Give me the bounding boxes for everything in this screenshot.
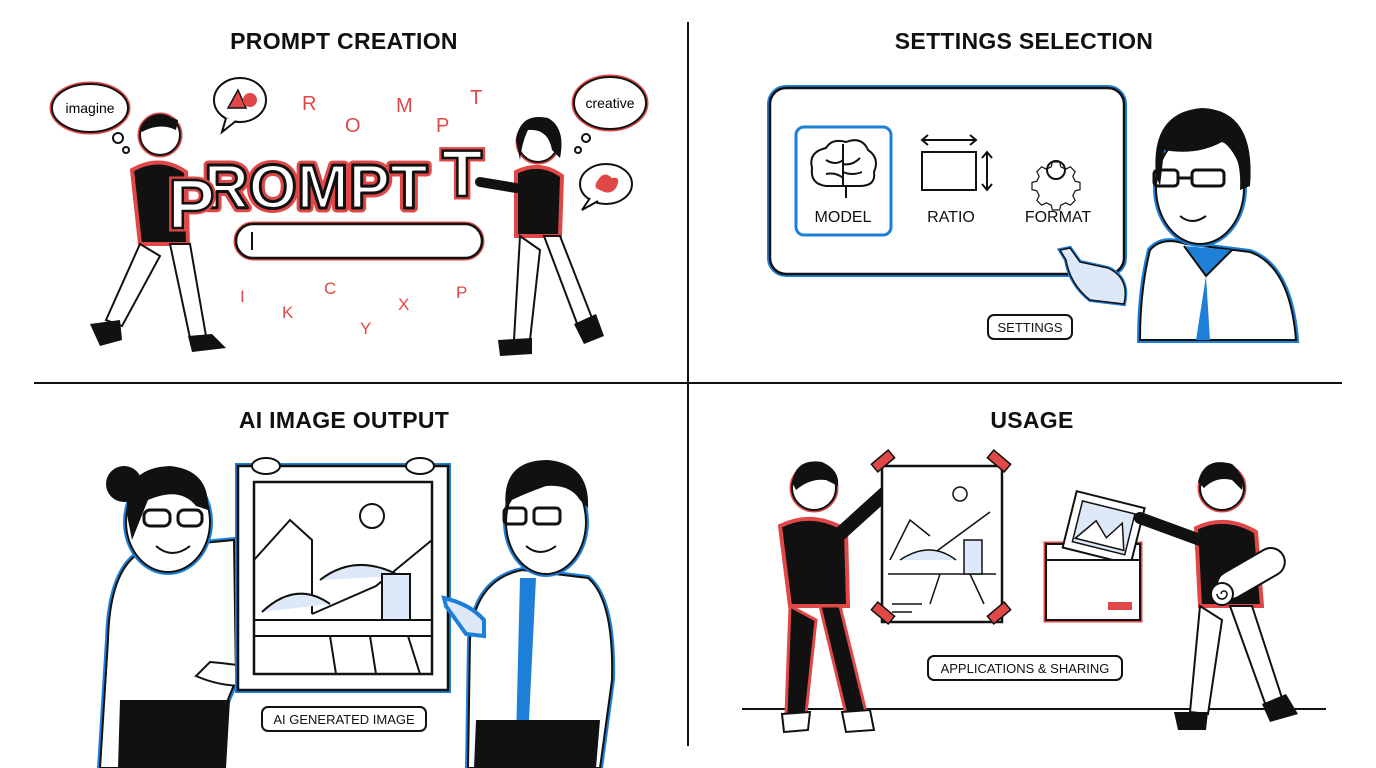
floating-letters-bottom: I K C Y X P <box>240 279 467 338</box>
usage-caption-box <box>927 655 1123 681</box>
ai-image-output-panel: AI GENERATED IMAGE <box>96 457 616 768</box>
floating-letter: P <box>456 283 467 302</box>
floating-letter: X <box>398 295 409 314</box>
hand-icon <box>405 457 435 475</box>
paint-splash-icon <box>595 174 619 193</box>
pointing-hand-icon <box>1058 247 1126 305</box>
floating-letter: R <box>302 93 316 115</box>
shapes-speech-bubble <box>213 77 267 135</box>
hand-icon <box>251 457 281 475</box>
tape-icon <box>870 449 896 473</box>
man-with-glasses-holding-frame <box>441 460 616 768</box>
woman-with-glasses <box>96 466 266 768</box>
creative-bubble: creative <box>571 74 649 154</box>
usage-title: USAGE <box>990 407 1074 433</box>
imagine-bubble-text: imagine <box>65 100 114 116</box>
usage-panel: APPLICATIONS & SHARING <box>742 449 1326 734</box>
aspect-ratio-icon <box>920 134 993 192</box>
usage-caption: APPLICATIONS & SHARING <box>941 661 1110 676</box>
poster-landscape-illustration <box>888 486 996 605</box>
poster <box>880 464 1004 624</box>
format-option-label[interactable]: FORMAT <box>1025 209 1092 226</box>
floating-letter: T <box>470 87 482 109</box>
settings-tag: SETTINGS <box>997 320 1062 335</box>
brain-icon <box>810 139 877 198</box>
model-option-label: MODEL <box>815 209 872 226</box>
scroll-icon <box>1210 547 1286 606</box>
man-with-scroll <box>1134 462 1298 730</box>
city-landscape-illustration <box>253 503 433 675</box>
man-with-glasses-pointing <box>1056 108 1300 343</box>
ratio-option-label[interactable]: RATIO <box>927 209 975 226</box>
ai-image-output-title: AI IMAGE OUTPUT <box>238 407 450 433</box>
settings-selection-title: SETTINGS SELECTION <box>894 28 1154 54</box>
circle-shape-icon <box>243 93 257 107</box>
floating-letter: O <box>345 115 361 137</box>
floating-letter: K <box>282 303 294 322</box>
prompt-input-bar <box>234 222 484 260</box>
ai-image-caption: AI GENERATED IMAGE <box>273 712 415 727</box>
man-carrying-letter-p: P P <box>90 112 226 352</box>
prompt-creation-title: PROMPT CREATION <box>230 28 458 54</box>
tape-icon <box>870 601 896 625</box>
gear-icon <box>1031 160 1081 211</box>
splash-bubble <box>579 163 633 211</box>
settings-selection-panel: MODEL RATIO FORMAT <box>767 85 1300 343</box>
man-hanging-poster <box>777 461 911 734</box>
floating-letter: Y <box>360 319 371 338</box>
letter-p-block: P <box>168 165 215 243</box>
letter-p-block: P <box>168 165 215 243</box>
prompt-word: ROMPT <box>204 153 428 222</box>
floating-letters-top: R O M P T <box>302 87 482 137</box>
floating-letter: I <box>240 287 245 306</box>
imagine-bubble: imagine <box>49 81 131 154</box>
tape-icon <box>986 601 1012 625</box>
floating-letter: C <box>324 279 336 298</box>
woman-placing-letter-t: T T <box>439 116 604 356</box>
prompt-word-outline: ROMPT <box>204 153 428 222</box>
floating-letter: P <box>436 115 449 137</box>
creative-bubble-text: creative <box>585 95 634 111</box>
floating-letter: M <box>396 95 413 117</box>
photo-icon <box>1061 489 1146 566</box>
ai-image-caption-box <box>261 706 427 732</box>
letter-t-block: T <box>442 136 482 210</box>
triangle-shape-icon <box>226 88 248 109</box>
pointing-hand-icon <box>441 595 486 639</box>
prompt-creation-panel: imagine creative R O M P T <box>49 74 649 356</box>
folder-icon <box>1043 489 1146 623</box>
tape-icon <box>986 449 1012 473</box>
letter-t-block: T <box>442 136 482 210</box>
settings-tag-box <box>987 314 1073 340</box>
